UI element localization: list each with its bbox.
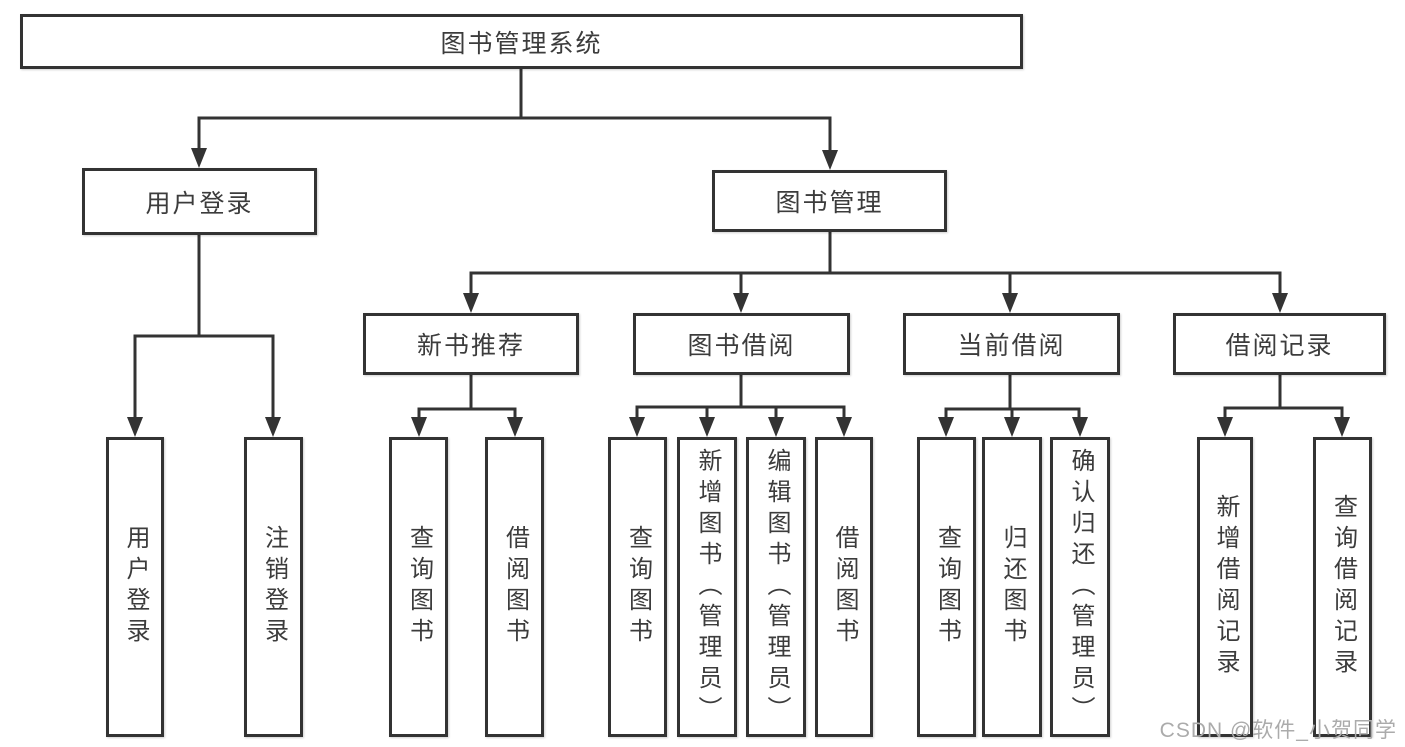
leaf-query-books-borrow: 查询图书 (608, 437, 667, 737)
leaf-query-borrow-record: 查询借阅记录 (1313, 437, 1372, 737)
leaf-return-book: 归还图书 (982, 437, 1042, 737)
leaf-user-login: 用户登录 (106, 437, 164, 737)
leaf-query-books-current: 查询图书 (917, 437, 976, 737)
leaf-edit-book-admin: 编辑图书（管理员） (746, 437, 806, 737)
watermark: CSDN @软件_小贺同学 (1159, 719, 1397, 742)
leaf-query-books-recommend: 查询图书 (389, 437, 448, 737)
leaf-logout: 注销登录 (244, 437, 303, 737)
node-book-borrowing: 图书借阅 (633, 313, 850, 375)
leaf-add-borrow-record: 新增借阅记录 (1197, 437, 1253, 737)
leaf-borrow-books-borrow: 借阅图书 (815, 437, 873, 737)
node-user-login: 用户登录 (82, 168, 317, 235)
leaf-confirm-return-admin: 确认归还（管理员） (1050, 437, 1110, 737)
node-book-management: 图书管理 (712, 170, 947, 232)
node-library-management-system: 图书管理系统 (20, 14, 1023, 69)
node-new-book-recommendation: 新书推荐 (363, 313, 579, 375)
leaf-borrow-books-recommend: 借阅图书 (485, 437, 544, 737)
node-borrowing-records: 借阅记录 (1173, 313, 1386, 375)
leaf-add-book-admin: 新增图书（管理员） (677, 437, 737, 737)
node-current-borrowing: 当前借阅 (903, 313, 1120, 375)
